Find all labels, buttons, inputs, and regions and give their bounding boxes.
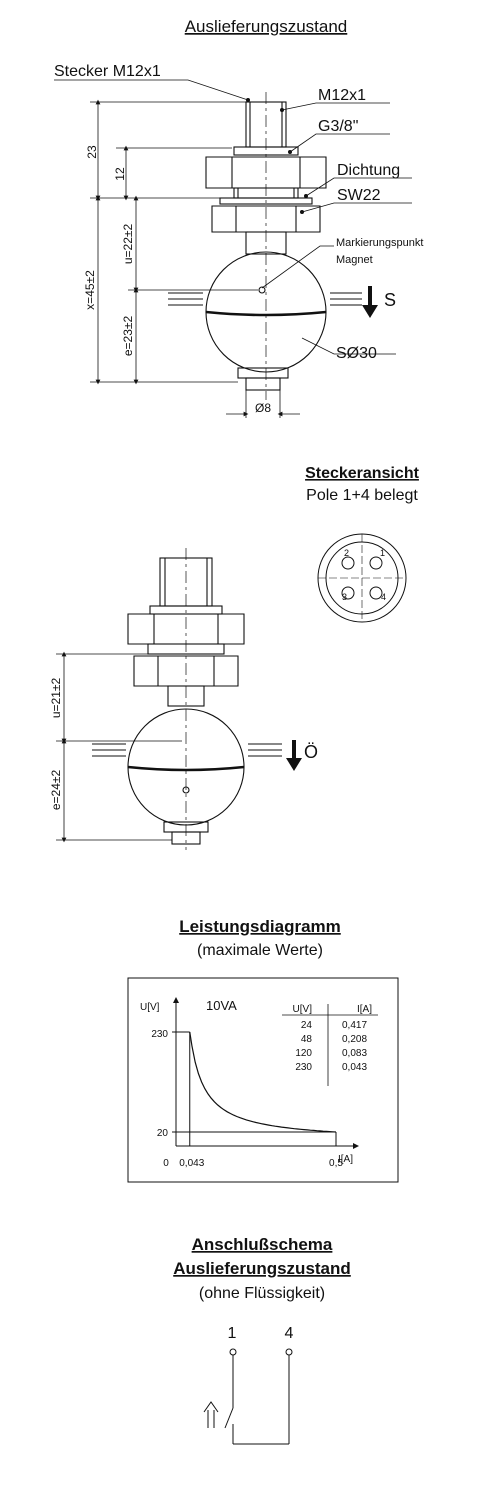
label-magnet: Magnet [336,254,373,266]
switch-direction-arrow-o [286,740,302,771]
section2-title: Steckeransicht [305,465,420,482]
table-cell-u: 120 [295,1048,312,1059]
label-sw22: SW22 [337,187,381,204]
switch-direction-arrow-s [362,286,378,318]
y-tick-230: 230 [151,1029,168,1040]
x-tick-0: 0 [163,1158,169,1169]
dimension-lines-2 [56,651,182,843]
chart-frame [127,977,399,1183]
pin-label-1: 1 [380,548,385,558]
table-cell-i: 0,043 [342,1062,367,1073]
table-cell-u: 24 [301,1020,313,1031]
label-g38: G3/8" [318,118,358,135]
label-stecker: Stecker M12x1 [54,63,161,80]
y-axis-label: U[V] [140,1002,160,1013]
table-header-i: I[A] [357,1004,372,1015]
table-header-u: U[V] [293,1004,313,1015]
pin-label-4: 4 [381,592,386,602]
wiring-schematic [203,1348,293,1445]
y-tick-20: 20 [157,1128,169,1139]
power-label: 10VA [206,998,237,1013]
section4-title2: Auslieferungszustand [173,1259,351,1278]
x-tick-05: 0,5 [329,1158,343,1169]
table-cell-i: 0,083 [342,1048,367,1059]
dim-u: u=22±2 [121,224,135,265]
dim-e: e=23±2 [121,316,135,357]
section4-title1: Anschlußschema [192,1235,333,1254]
dim-23: 23 [85,145,99,159]
label-m12x1: M12x1 [318,87,366,104]
float-switch-drawing-1 [205,92,327,400]
connector-pin-view [317,533,407,623]
label-s: S [384,290,396,310]
section1-title: Auslieferungszustand [185,17,348,36]
x-tick-0043: 0,043 [179,1158,204,1169]
label-shaft-diameter: Ø8 [255,401,271,415]
dim-x: x=45±2 [83,270,97,310]
level-lines-2 [92,743,282,757]
power-chart: U[V] I[A] 10VA 230 20 0 0,043 0,5 U[V] I[A] 24 0,41… [140,997,378,1169]
dimension-lines-1 [90,99,300,418]
label-sphere: SØ30 [336,345,377,362]
label-dichtung: Dichtung [337,162,400,179]
dim-12: 12 [113,167,127,181]
dim-e2: e=24±2 [49,770,63,811]
power-curve [189,1031,337,1133]
terminal-label-1: 1 [228,1325,237,1342]
x-axis-label: I[A] [338,1154,353,1165]
section3-subtitle: (maximale Werte) [197,942,323,959]
table-cell-u: 230 [295,1062,312,1073]
section4-subtitle: (ohne Flüssigkeit) [199,1285,325,1302]
leader-lines-1 [54,79,412,355]
pin-label-3: 3 [342,592,347,602]
pin-label-2: 2 [344,548,349,558]
section2-subtitle: Pole 1+4 belegt [306,487,418,504]
label-markierungspunkt: Markierungspunkt [336,237,423,249]
table-cell-i: 0,208 [342,1034,367,1045]
section3-title: Leistungsdiagramm [179,917,341,936]
terminal-label-4: 4 [285,1325,294,1342]
dim-u2: u=21±2 [49,678,63,719]
table-cell-u: 48 [301,1034,313,1045]
table-cell-i: 0,417 [342,1020,367,1031]
float-switch-drawing-2 [127,548,245,850]
level-lines-1 [168,292,362,306]
label-o: Ö [304,742,318,762]
